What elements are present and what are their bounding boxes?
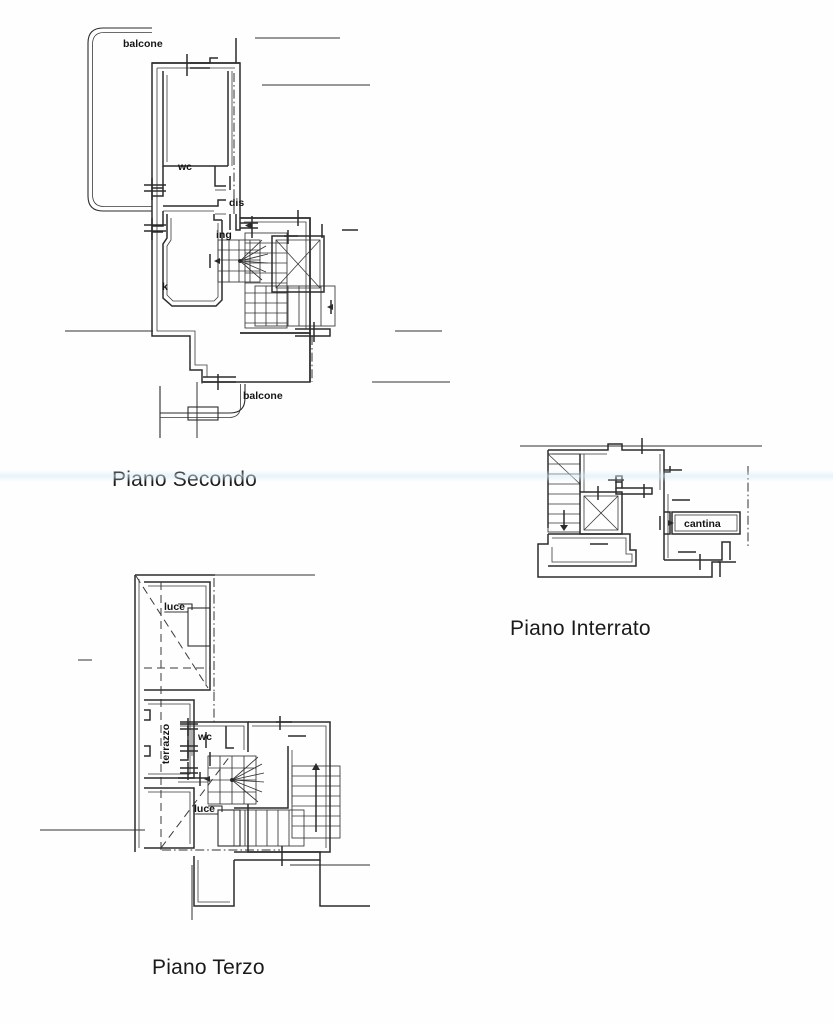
label-luce-upper: luce bbox=[164, 601, 185, 613]
label-wc: wc bbox=[177, 161, 192, 173]
label-cantina: cantina bbox=[684, 518, 721, 530]
label-luce-lower: luce bbox=[194, 803, 215, 815]
label-balcone-bottom: balcone bbox=[243, 390, 283, 402]
plan-piano-interrato: cantina bbox=[520, 438, 762, 578]
plan-title-piano-terzo: Piano Terzo bbox=[152, 956, 265, 979]
label-wc: wc bbox=[197, 731, 212, 743]
label-terrazzo: terrazzo bbox=[160, 724, 172, 764]
plan-title-piano-interrato: Piano Interrato bbox=[510, 617, 651, 640]
plan-title-piano-secondo: Piano Secondo bbox=[112, 468, 258, 491]
label-ing: ing bbox=[216, 229, 232, 241]
plan-piano-terzo: luce terrazzo wc luce bbox=[40, 574, 370, 920]
label-balcone-top: balcone bbox=[123, 38, 163, 50]
label-dis: dis bbox=[229, 197, 244, 209]
label-k: k bbox=[162, 281, 168, 293]
plan-piano-secondo: balcone wc dis ing k balcone bbox=[65, 27, 450, 438]
